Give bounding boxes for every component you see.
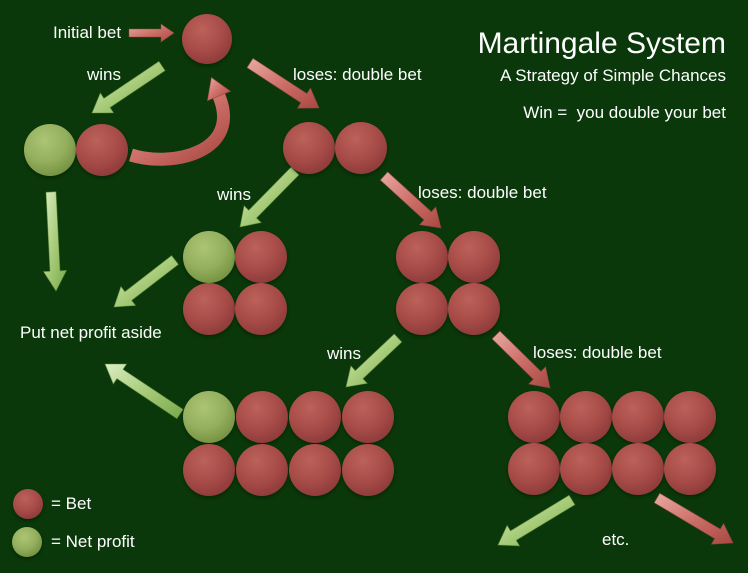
label-etc: etc. (602, 530, 630, 549)
label-wins-3: wins (327, 344, 362, 363)
loses-arrow-3 (491, 330, 551, 389)
initial-bet-arrow (128, 23, 175, 43)
label-wins-2: wins (217, 185, 252, 204)
label-put-net-profit-aside: Put net profit aside (20, 323, 162, 342)
legend-bet-swatch (13, 489, 43, 519)
profit-aside-arrow-3 (104, 363, 184, 420)
return-arrow-shaft (129, 93, 230, 166)
etc-win-arrow (497, 494, 576, 547)
wins-arrow-3 (345, 333, 403, 388)
wins-arrow-2 (239, 166, 300, 228)
label-loses-2: loses: double bet (418, 183, 547, 202)
return-arrow-head (206, 76, 232, 102)
label-loses-3: loses: double bet (533, 343, 662, 362)
profit-aside-arrow-2 (113, 255, 179, 308)
page-title: Martingale System (477, 27, 726, 60)
legend-bet-label: = Bet (51, 494, 92, 513)
legend-net-profit-swatch (12, 527, 42, 557)
legend-net-profit-label: = Net profit (51, 532, 135, 551)
etc-lose-arrow (653, 492, 734, 545)
label-initial-bet: Initial bet (53, 23, 122, 42)
loses-arrow-1 (246, 57, 320, 109)
profit-aside-arrow-1 (42, 191, 68, 292)
label-wins-1: wins (87, 65, 122, 84)
wins-arrow-1 (91, 60, 166, 114)
label-loses-1: loses: double bet (293, 65, 422, 84)
loses-arrow-2 (379, 171, 442, 229)
win-note: Win = you double your bet (523, 103, 726, 122)
page-subtitle: A Strategy of Simple Chances (500, 66, 726, 85)
